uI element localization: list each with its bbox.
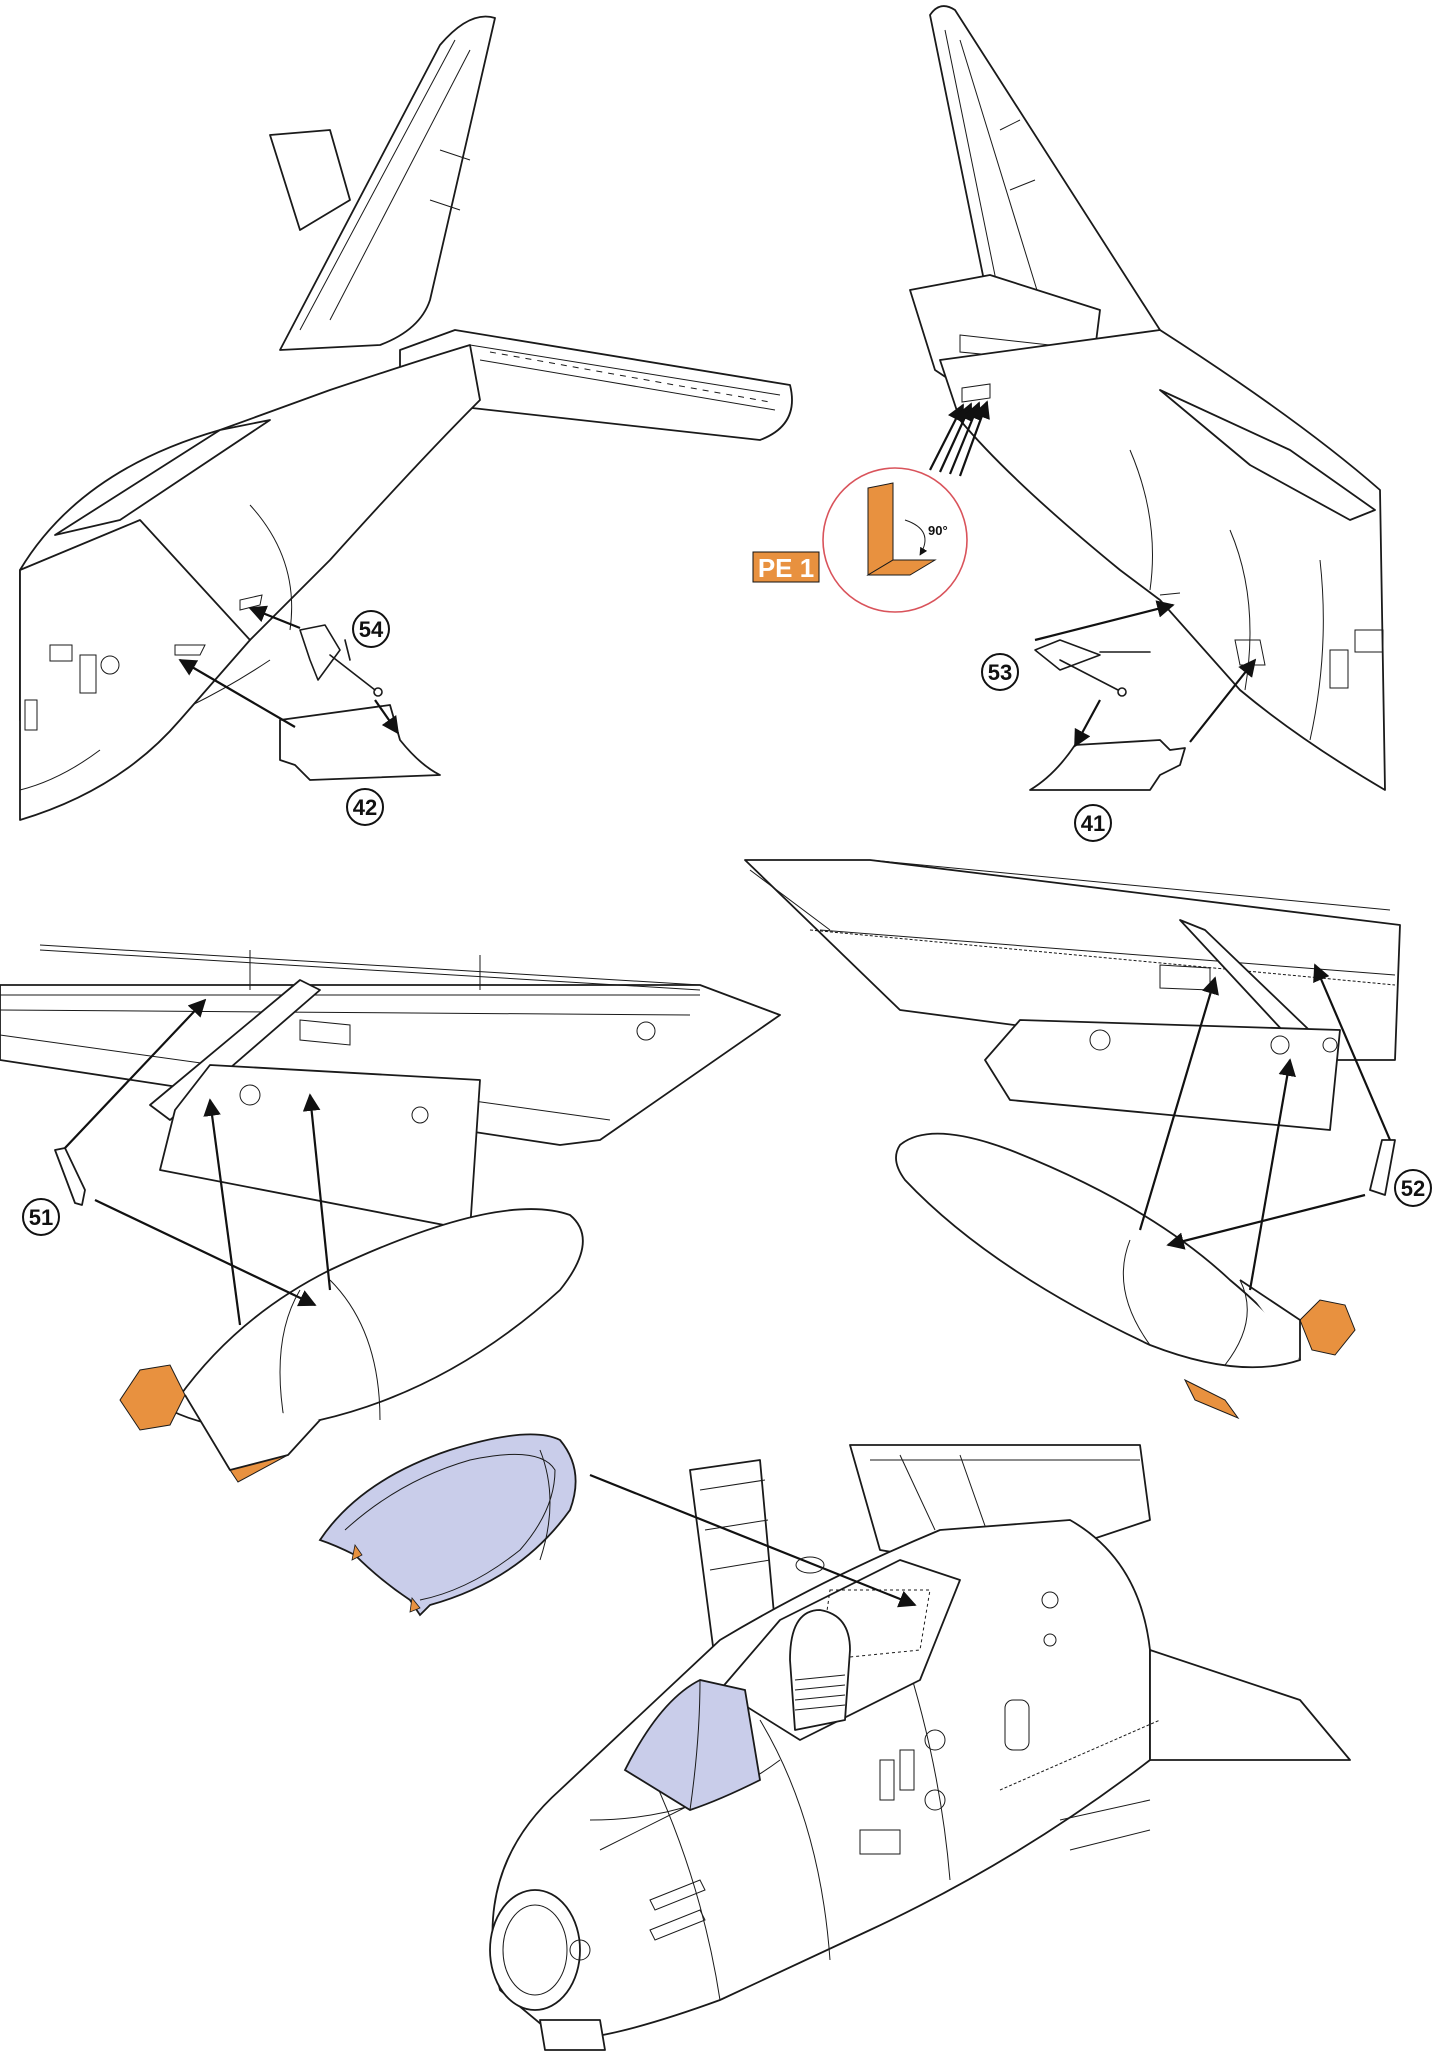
horizontal-stabiliser-near [399,329,793,441]
left-pylon [149,979,321,1121]
photoetch-magnifier: 90° [822,467,968,613]
callout-52: 52 [1394,1169,1432,1207]
photoetch-part-pe1-horizontal [866,559,937,576]
svg-text:53: 53 [988,660,1012,685]
right-drop-tank [895,1132,1301,1369]
callout-54: 54 [352,610,390,648]
arrow-42-to-fuselage [178,659,296,728]
forward-fuselage [491,1519,1151,2041]
left-drop-tank [169,1208,584,1429]
airbrake-door-41 [1029,739,1186,791]
tail-strake-left [54,419,271,536]
svg-text:54: 54 [359,617,384,642]
sway-brace-51 [54,1147,86,1206]
svg-text:PE 1: PE 1 [758,553,814,583]
airbrake-actuator-54 [299,624,383,697]
mid-fuselage-left [19,519,251,821]
tail-strake-right [1159,389,1376,521]
callout-53: 53 [981,653,1019,691]
nose-intake [489,1889,581,2011]
ejection-seat [789,1609,851,1731]
sliding-canopy [318,1433,577,1617]
left-tank-fin-upper [119,1364,186,1431]
panel-forward-fuselage-canopy [318,1433,1351,2051]
callout-51: 51 [22,1198,60,1236]
callout-41: 41 [1074,804,1112,842]
panel-right-drop-tank: 52 [744,859,1432,1420]
svg-text:52: 52 [1401,1176,1425,1201]
svg-text:41: 41 [1081,811,1105,836]
arrow-54-to-door [374,699,400,735]
panel-rear-fuselage-left: 54 42 [19,15,793,826]
rear-fuselage-right [939,329,1386,791]
photoetch-label-pe1: PE 1 [752,551,820,583]
panel-left-drop-tank: 51 [0,944,781,1483]
sway-brace-52 [1369,1139,1396,1196]
panel-rear-fuselage-right: 90° PE 1 53 41 [752,5,1386,842]
right-tank-fin-upper [1299,1299,1356,1356]
horizontal-stabiliser-far [269,129,351,231]
callout-42: 42 [346,788,384,826]
arrow-54-to-well [248,605,301,630]
airbrake-actuator-53 [1034,639,1151,697]
photoetch-part-pe1-vertical [867,482,894,576]
right-tank-fin-lower [1183,1378,1240,1420]
svg-text:42: 42 [353,795,377,820]
airbrake-door-42 [279,704,441,781]
svg-text:51: 51 [29,1205,53,1230]
svg-text:90°: 90° [928,523,948,538]
